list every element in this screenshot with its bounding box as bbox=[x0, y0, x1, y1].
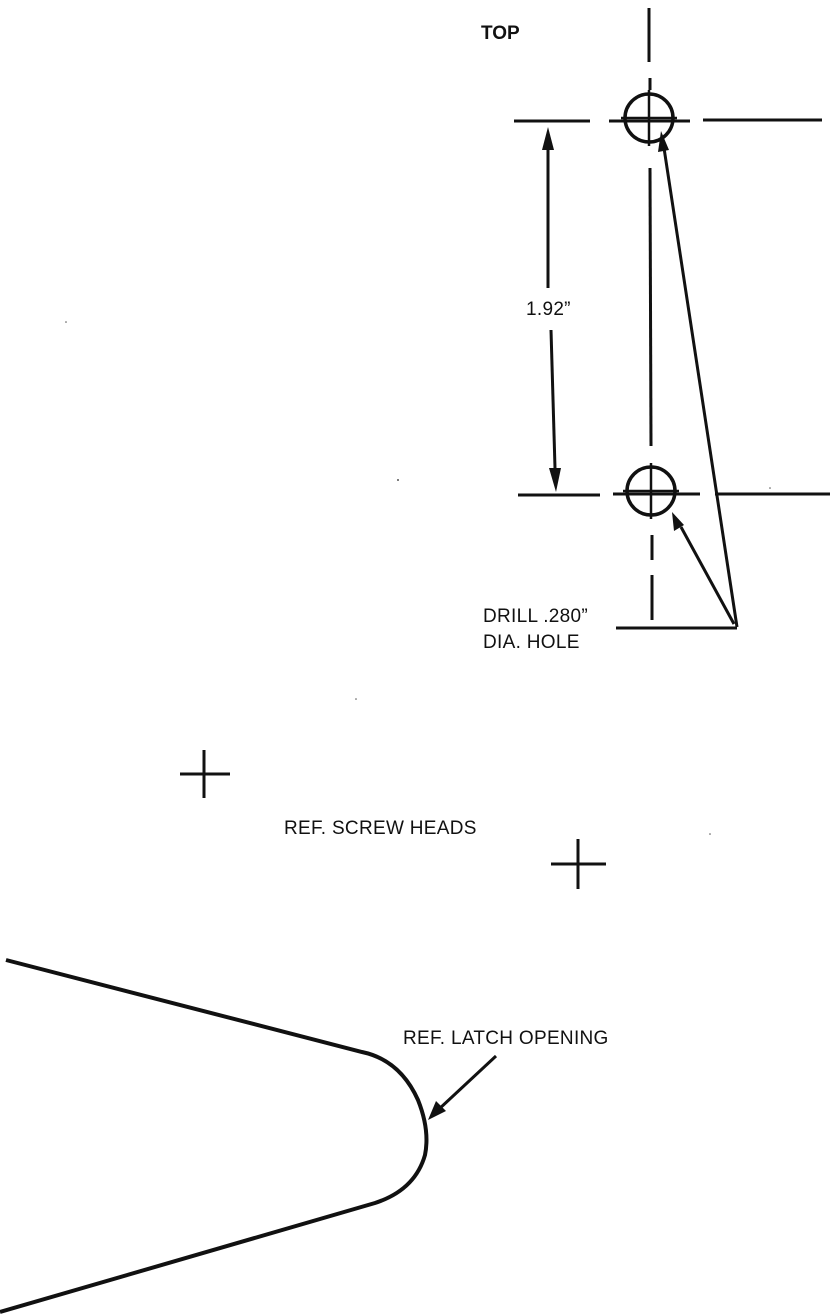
drill-note-line1: DRILL .280” bbox=[483, 606, 588, 627]
screw-head-mark-right bbox=[551, 839, 606, 889]
print-specks bbox=[65, 321, 771, 835]
dimension-line bbox=[542, 127, 561, 492]
drill-note-line2: DIA. HOLE bbox=[483, 632, 580, 653]
dimension-label: 1.92” bbox=[526, 299, 571, 320]
screw-head-mark-left bbox=[180, 750, 230, 798]
latch-leader-arrow bbox=[428, 1054, 498, 1120]
screw-heads-label: REF. SCREW HEADS bbox=[284, 818, 477, 839]
upper-horizontal-center-line bbox=[514, 118, 822, 123]
top-label: TOP bbox=[481, 23, 520, 44]
drill-leader-lines bbox=[616, 131, 739, 630]
latch-opening-label: REF. LATCH OPENING bbox=[403, 1028, 609, 1049]
lower-drill-hole bbox=[623, 463, 679, 519]
vertical-center-line bbox=[647, 8, 654, 620]
latch-opening-outline bbox=[0, 958, 429, 1314]
upper-drill-hole bbox=[621, 90, 677, 146]
